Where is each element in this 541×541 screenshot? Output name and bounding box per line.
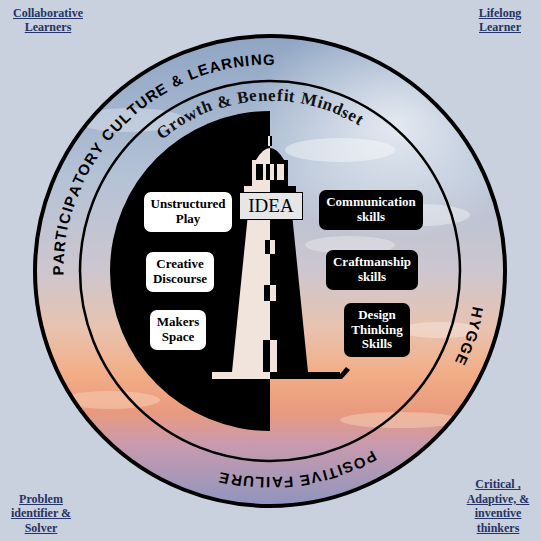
skill-box: Communication skills [319, 190, 423, 230]
arc-letter: & [215, 91, 233, 111]
arc-letter: e [268, 86, 276, 103]
skill-box: Creative Discourse [146, 252, 214, 292]
arc-letter: E [218, 470, 231, 487]
cloud [340, 412, 460, 428]
corner-label: Lifelong Learner [464, 6, 536, 35]
curved-text: HYGGE [35, 36, 505, 506]
box-label: Unstructured Play [151, 197, 226, 227]
arc-letter: G [263, 51, 275, 66]
arc-letter: e [249, 87, 258, 105]
idea-plaque: IDEA [239, 192, 302, 220]
arc-letter: L [255, 475, 265, 490]
arc-letter: F [283, 474, 293, 490]
arc-letter: H [469, 306, 486, 320]
arc-letter: B [236, 88, 250, 107]
arc-letter: N [232, 53, 245, 69]
skill-box: Makers Space [150, 310, 207, 350]
arc-letter: U [242, 474, 254, 490]
arc-letter: A [271, 475, 282, 490]
skill-box: Unstructured Play [144, 192, 233, 232]
corner-label: Collaborative Learners [4, 6, 92, 35]
arc-letter: E [299, 472, 311, 488]
box-label: Design Thinking Skills [351, 308, 402, 353]
box-label: Creative Discourse [153, 257, 207, 287]
box-label: Communication skills [326, 195, 416, 225]
skill-box: Design Thinking Skills [344, 303, 409, 358]
arc-letter: f [276, 87, 283, 104]
arc-letter: P [50, 266, 65, 276]
arc-letter [294, 474, 300, 489]
outer-ring: PARTICIPATORY CULTURE & LEARNINGHYGGEPOS… [35, 36, 505, 506]
skill-box: Craftmanship skills [326, 250, 418, 290]
box-label: Craftmanship skills [333, 255, 411, 285]
curved-text: PARTICIPATORY CULTURE & LEARNING [35, 36, 505, 506]
box-label: IDEA [248, 195, 293, 217]
sky-picture [35, 10, 541, 506]
circle-line [80, 81, 460, 461]
corner-label: Critical , Adaptive, & inventive thinker… [458, 477, 538, 535]
curved-text: POSITIVE FAILURE [35, 36, 505, 506]
circle-line [35, 36, 505, 506]
box-label: Makers Space [157, 315, 200, 345]
arc-letter: I [266, 475, 270, 490]
arc-letter: R [51, 240, 67, 252]
cloud [285, 138, 395, 162]
arc-letter: t [288, 88, 296, 106]
circle-outline [35, 36, 505, 506]
arc-letter: I [244, 53, 250, 68]
arc-letter: n [258, 86, 268, 103]
inner-circle: Growth & Benefit MindsetIDEAUnstructured… [80, 81, 460, 461]
arc-letter: T [53, 229, 69, 241]
arc-letter: A [51, 253, 67, 265]
arc-letter: C [56, 211, 73, 225]
lighthouse-left [212, 136, 270, 379]
corner-label: Problem identifier & Solver [4, 492, 78, 535]
arc-letter: N [250, 52, 262, 68]
arc-letter: R [230, 472, 243, 489]
arc-letter: & [168, 72, 184, 90]
arc-letter: R [219, 55, 233, 72]
